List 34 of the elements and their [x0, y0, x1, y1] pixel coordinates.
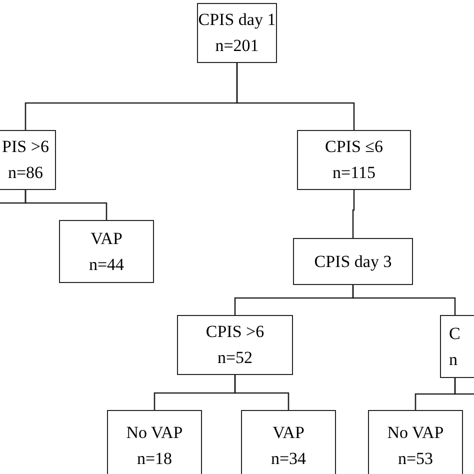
process-box: [177, 315, 293, 375]
connector-line: [24, 190, 108, 220]
process-box: [368, 410, 463, 474]
connector-line: [454, 378, 474, 395]
box-label: No VAP: [126, 422, 183, 444]
process-box: [197, 3, 277, 63]
count-label: n=86: [8, 162, 44, 184]
count-label: n=44: [88, 254, 124, 276]
box-label: No VAP: [387, 422, 444, 444]
count-label: n=34: [270, 448, 306, 470]
box-label: CPIS >6: [206, 321, 264, 343]
process-box: [293, 238, 413, 285]
box-label: VAP: [272, 422, 304, 444]
process-box: [107, 410, 202, 474]
box-label: CPIS day 3: [314, 250, 392, 273]
count-label: n=53: [398, 448, 434, 470]
process-box: [0, 130, 56, 190]
count-label: n=201: [215, 35, 259, 57]
box-label: CPIS day 1: [198, 9, 276, 31]
box-label: CPIS ≤6: [325, 136, 383, 158]
box-label: VAP: [90, 228, 122, 250]
process-box: [297, 130, 411, 190]
connector-line: [236, 63, 355, 130]
count-label: n=52: [217, 347, 253, 369]
count-label: n=115: [332, 162, 376, 184]
count-label: n: [449, 348, 458, 370]
connector-line: [352, 285, 456, 315]
connector-line: [352, 190, 355, 238]
process-box: [59, 220, 154, 283]
box-label: C: [449, 322, 460, 344]
connector-line: [234, 375, 290, 410]
count-label: n=18: [136, 448, 172, 470]
process-box: [241, 410, 336, 474]
box-label: PIS >6: [2, 136, 49, 158]
